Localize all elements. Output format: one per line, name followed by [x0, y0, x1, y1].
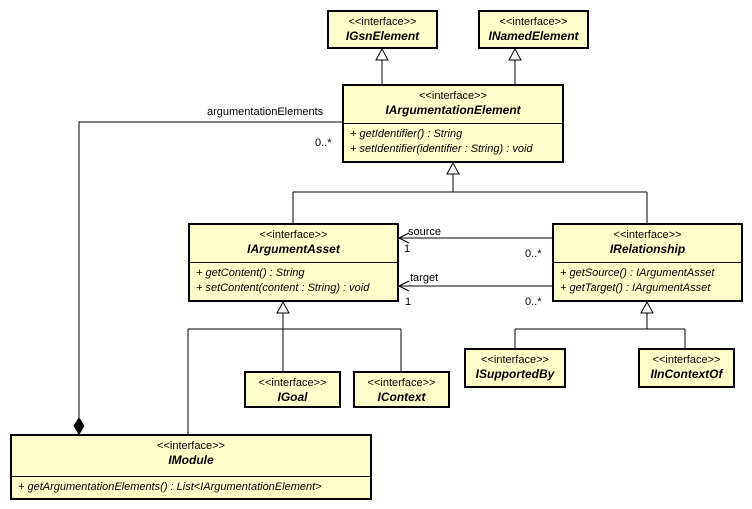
class-name: INamedElement	[488, 29, 579, 43]
multiplicity-label-source-many: 0..*	[525, 248, 542, 260]
class-isupportedby[interactable]: <<interface>> ISupportedBy	[464, 348, 566, 388]
generalization-asset-rel-argel	[292, 161, 648, 223]
class-header: <<interface>> IGsnElement	[329, 12, 436, 44]
class-igsnelement[interactable]: <<interface>> IGsnElement	[327, 10, 438, 49]
stereotype-label: <<interface>>	[348, 16, 417, 28]
class-iincontextof[interactable]: <<interface>> IInContextOf	[638, 348, 735, 388]
class-irelationship[interactable]: <<interface>> IRelationship + getSource(…	[552, 223, 743, 302]
class-iargumentationelement[interactable]: <<interface>> IArgumentationElement + ge…	[342, 84, 564, 163]
multiplicity-label-argumentation-elements: 0..*	[315, 137, 332, 149]
class-header: <<interface>> INamedElement	[480, 12, 587, 44]
stereotype-label: <<interface>>	[481, 354, 549, 366]
class-iargumentasset[interactable]: <<interface>> IArgumentAsset + getConten…	[188, 223, 399, 302]
stereotype-label: <<interface>>	[258, 377, 327, 389]
stereotype-label: <<interface>>	[157, 440, 225, 452]
class-header: <<interface>> IArgumentAsset	[190, 225, 397, 262]
class-header: <<interface>> IRelationship	[554, 225, 741, 262]
class-name: IContext	[377, 390, 426, 404]
operation-get-argumentation-elements: + getArgumentationElements() : List<IArg…	[18, 481, 322, 493]
class-icontext[interactable]: <<interface>> IContext	[353, 371, 450, 408]
generalization-goal-context-module-asset	[187, 300, 402, 434]
operation-get-target: + getTarget() : IArgumentAsset	[560, 282, 711, 294]
class-header: <<interface>> IModule	[12, 436, 370, 476]
role-label-argumentation-elements: argumentationElements	[207, 106, 324, 118]
operation-set-identifier: + setIdentifier(identifier : String) : v…	[350, 143, 533, 155]
class-header: <<interface>> IInContextOf	[640, 350, 733, 382]
class-name: IArgumentAsset	[247, 242, 340, 256]
stereotype-label: <<interface>>	[367, 377, 436, 389]
class-imodule[interactable]: <<interface>> IModule + getArgumentation…	[10, 434, 372, 500]
generalization-supported-incontext-rel	[514, 300, 686, 348]
stereotype-label: <<interface>>	[652, 354, 721, 366]
class-name: IModule	[168, 453, 214, 467]
class-header: <<interface>> IArgumentationElement	[344, 86, 562, 123]
role-label-source: source	[408, 226, 442, 238]
class-name: IGoal	[277, 390, 308, 404]
operations-compartment: + getArgumentationElements() : List<IArg…	[12, 476, 370, 495]
class-name: ISupportedBy	[475, 367, 555, 381]
class-inamedelement[interactable]: <<interface>> INamedElement	[478, 10, 589, 49]
class-header: <<interface>> IContext	[355, 373, 448, 405]
operation-get-identifier: + getIdentifier() : String	[350, 128, 463, 140]
generalization-argel-gsn	[375, 47, 389, 84]
operations-compartment: + getSource() : IArgumentAsset + getTarg…	[554, 262, 741, 296]
association-target	[397, 280, 552, 292]
class-header: <<interface>> IGoal	[246, 373, 339, 405]
operations-compartment: + getContent() : String + setContent(con…	[190, 262, 397, 296]
stereotype-label: <<interface>>	[613, 229, 682, 241]
stereotype-label: <<interface>>	[419, 90, 487, 102]
class-igoal[interactable]: <<interface>> IGoal	[244, 371, 341, 408]
class-name: IGsnElement	[345, 29, 420, 43]
class-header: <<interface>> ISupportedBy	[466, 350, 564, 382]
class-name: IInContextOf	[650, 367, 723, 381]
operation-set-content: + setContent(content : String) : void	[196, 282, 370, 294]
class-name: IArgumentationElement	[385, 103, 521, 117]
role-label-target: target	[410, 272, 439, 284]
operation-get-content: + getContent() : String	[196, 267, 305, 279]
multiplicity-label-target-one: 1	[405, 296, 412, 308]
multiplicity-label-source-one: 1	[404, 243, 411, 255]
generalization-argel-named	[508, 47, 522, 84]
class-name: IRelationship	[609, 242, 686, 256]
stereotype-label: <<interface>>	[259, 229, 328, 241]
operation-get-source: + getSource() : IArgumentAsset	[560, 267, 715, 279]
operations-compartment: + getIdentifier() : String + setIdentifi…	[344, 123, 562, 157]
association-source	[397, 232, 552, 244]
stereotype-label: <<interface>>	[499, 16, 568, 28]
multiplicity-label-target-many: 0..*	[525, 296, 542, 308]
composition-module-argel	[73, 121, 342, 435]
